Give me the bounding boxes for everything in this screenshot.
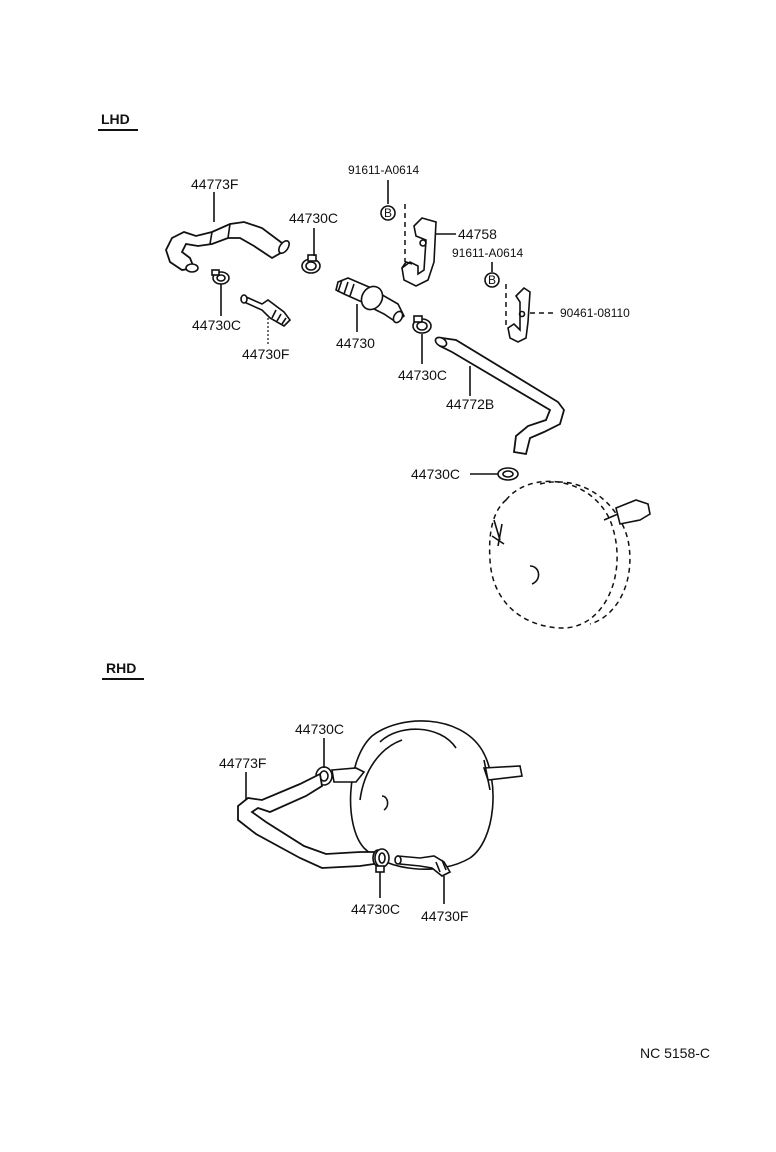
label-clamp-left: 44730C (192, 317, 241, 333)
lhd-hose-44772b (434, 336, 565, 456)
lhd-bolt-upper: B (380, 205, 396, 221)
lhd-section-label: LHD (101, 111, 130, 127)
lhd-clamp-booster (497, 467, 519, 481)
rhd-fitting-44730f (394, 855, 452, 877)
label-clamp-upper: 44730C (289, 210, 338, 226)
bolt-lower-marker: B (488, 273, 496, 287)
rhd-section-label: RHD (106, 660, 136, 676)
lhd-bolt-lower: B (484, 272, 500, 288)
label-rhd-clamp-bottom: 44730C (351, 901, 400, 917)
label-rhd-clamp-top: 44730C (295, 721, 344, 737)
label-44758: 44758 (458, 226, 497, 242)
reference-code: NC 5158-C (640, 1045, 710, 1061)
label-44730: 44730 (336, 335, 375, 351)
label-clamp-mid: 44730C (398, 367, 447, 383)
label-rhd-44730f: 44730F (421, 908, 468, 924)
lhd-bracket-44758 (401, 217, 437, 287)
lhd-clamp-mid (412, 315, 432, 334)
label-44730f: 44730F (242, 346, 289, 362)
rhd-clamp-bottom (374, 848, 390, 873)
label-90461: 90461-08110 (560, 306, 630, 320)
rhd-brake-booster (349, 720, 523, 870)
label-rhd-44773f: 44773F (219, 755, 266, 771)
lhd-check-valve-44730 (335, 277, 406, 324)
label-44773f: 44773F (191, 176, 238, 192)
lhd-clamp-upper (301, 254, 321, 274)
label-44772b: 44772B (446, 396, 494, 412)
label-clamp-booster: 44730C (411, 466, 460, 482)
lhd-hose-44773f (165, 221, 290, 273)
lhd-fitting-44730f (240, 294, 292, 327)
bolt-upper-marker: B (384, 206, 392, 220)
label-bolt-upper: 91611-A0614 (348, 163, 420, 177)
lhd-clamp-left (211, 269, 230, 285)
label-bolt-lower: 91611-A0614 (452, 246, 524, 260)
lhd-brake-booster (488, 480, 651, 629)
lhd-clip-90461 (507, 286, 531, 343)
